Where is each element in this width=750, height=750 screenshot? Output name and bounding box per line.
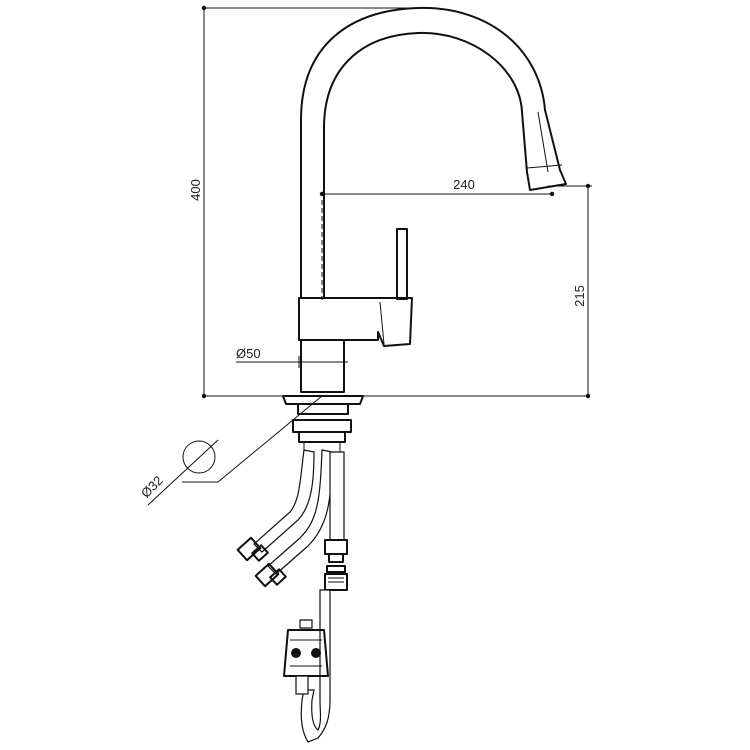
hose-right xyxy=(329,451,345,541)
dimension-label-reach: 240 xyxy=(453,177,475,192)
dimension-spout-height-215: 215 xyxy=(548,183,592,399)
dimension-base-diameter: Ø50 xyxy=(236,346,348,368)
dimension-label-height: 400 xyxy=(188,179,203,201)
spout-inner xyxy=(323,31,523,299)
faucet-body xyxy=(282,6,567,452)
lower-column xyxy=(300,339,345,393)
base-rosette xyxy=(282,395,364,405)
hose-left-1 xyxy=(253,449,315,553)
spout-outer xyxy=(300,6,546,299)
dimension-label-hole-diameter: Ø32 xyxy=(138,473,166,501)
mounting-nut xyxy=(292,419,352,433)
hose-weight xyxy=(283,629,329,677)
spray-head xyxy=(521,109,567,191)
handle-lever xyxy=(396,228,408,300)
hose-fitting-left-1 xyxy=(236,536,269,562)
pullout-hose xyxy=(300,589,331,743)
hose-fitting-left-2 xyxy=(254,562,287,588)
dimension-height-400: 400 xyxy=(188,5,410,399)
dimension-hole-diameter: Ø32 xyxy=(138,395,323,506)
supply-hoses xyxy=(236,449,348,743)
dimension-label-spout-height: 215 xyxy=(572,285,587,307)
mixer-body xyxy=(298,297,413,347)
pullout-hose-connector xyxy=(324,539,348,591)
dimension-reach-240: 240 xyxy=(319,177,555,197)
dimension-label-base-diameter: Ø50 xyxy=(236,346,261,361)
